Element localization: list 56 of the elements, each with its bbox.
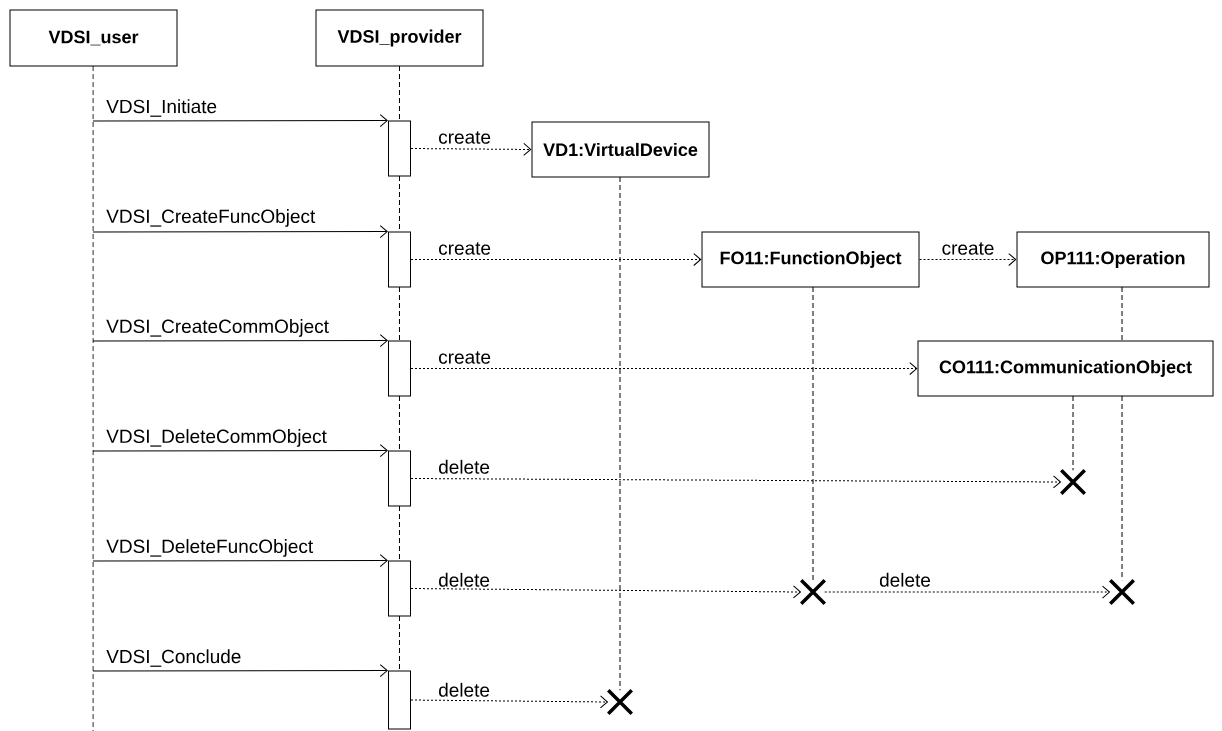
message-label: delete xyxy=(437,458,491,475)
message-arrow xyxy=(919,253,1017,266)
message-label: delete xyxy=(437,571,491,588)
lifeline xyxy=(1072,395,1074,471)
message-arrow xyxy=(92,225,388,238)
lifeline xyxy=(812,286,814,581)
activation-bar xyxy=(388,120,411,177)
lifeline xyxy=(92,65,94,731)
object-box: CO111:CommunicationObject xyxy=(917,340,1214,397)
destroy-mark xyxy=(1108,578,1136,606)
message-label: create xyxy=(940,241,996,256)
message-arrow xyxy=(824,585,1110,599)
message-label: delete xyxy=(437,681,491,698)
message-arrow xyxy=(410,475,1061,489)
message-arrow xyxy=(92,554,388,567)
activation-bar xyxy=(388,670,411,730)
message-label: VDSI_DeleteCommObject xyxy=(105,428,328,448)
message-arrow xyxy=(410,142,532,156)
lifeline xyxy=(399,175,400,232)
message-arrow xyxy=(92,114,388,127)
activation-bar xyxy=(388,450,411,507)
message-arrow xyxy=(410,362,918,375)
message-arrow xyxy=(92,444,388,457)
object-box: FO11:FunctionObject xyxy=(701,231,920,288)
activation-bar xyxy=(388,560,411,617)
message-label: VDSI_Conclude xyxy=(105,648,243,668)
lifeline xyxy=(399,286,400,341)
message-label: create xyxy=(437,130,492,145)
destroy-mark xyxy=(1059,468,1087,496)
lifeline xyxy=(1121,395,1123,581)
message-label: VDSI_CreateCommObject xyxy=(105,318,330,338)
message-label: create xyxy=(437,350,492,365)
object-box: VD1:VirtualDevice xyxy=(531,121,710,178)
destroy-mark xyxy=(799,578,827,606)
object-box: OP111:Operation xyxy=(1016,231,1210,288)
lifeline xyxy=(399,505,400,561)
lifeline xyxy=(399,65,400,121)
message-label: VDSI_DeleteFuncObject xyxy=(105,538,315,558)
lifeline xyxy=(399,615,400,671)
message-arrow xyxy=(92,664,388,677)
object-box: VDSI_provider xyxy=(315,9,484,67)
lifeline xyxy=(399,395,400,451)
message-label: create xyxy=(437,241,492,256)
message-arrow xyxy=(92,334,388,347)
message-arrow xyxy=(410,695,608,709)
message-label: VDSI_CreateFuncObject xyxy=(105,208,317,228)
message-arrow xyxy=(410,253,702,266)
destroy-mark xyxy=(606,688,634,716)
activation-bar xyxy=(388,231,411,288)
activation-bar xyxy=(388,340,411,397)
message-label: delete xyxy=(878,571,932,588)
lifeline xyxy=(1121,286,1123,342)
lifeline xyxy=(619,176,621,691)
message-label: VDSI_Initiate xyxy=(105,98,219,118)
message-arrow xyxy=(410,585,801,599)
object-box: VDSI_user xyxy=(9,9,178,67)
